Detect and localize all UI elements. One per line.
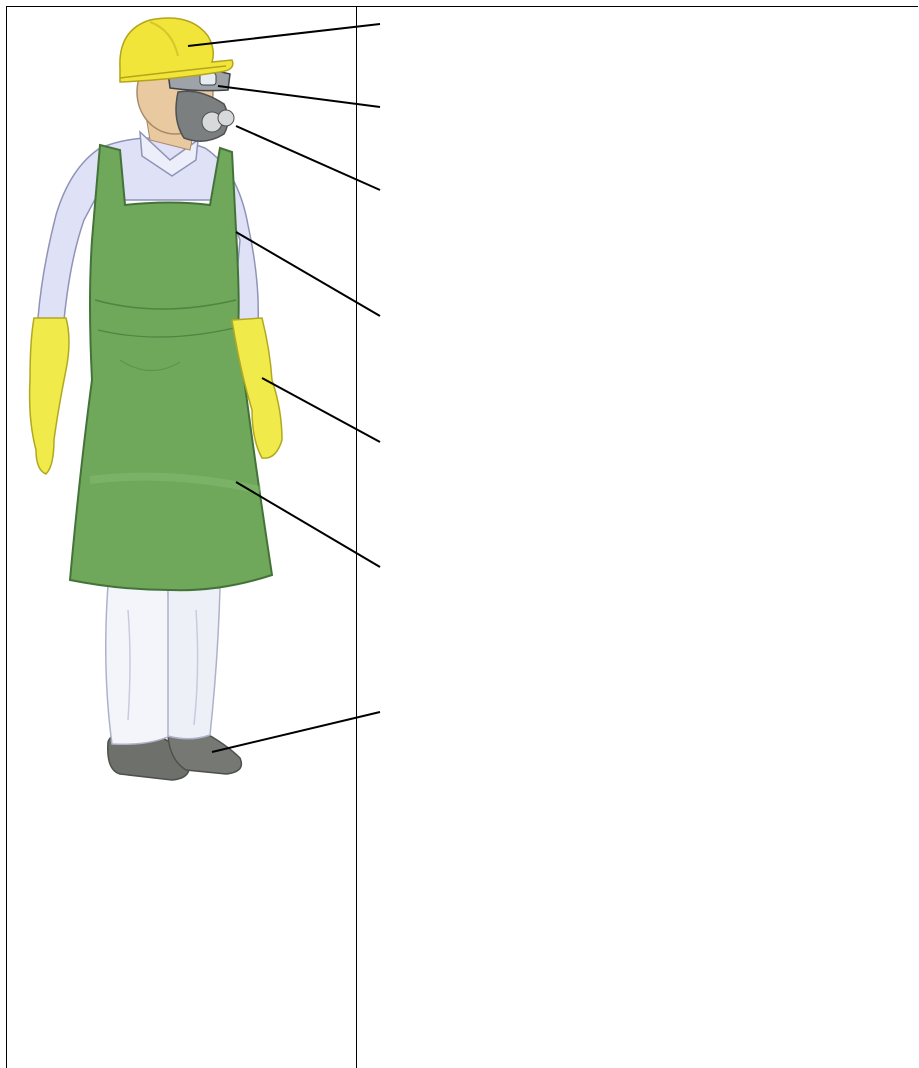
callout-line-goggles xyxy=(218,86,380,107)
respirator xyxy=(176,91,234,141)
hard-hat xyxy=(120,18,233,82)
callout-line-boots xyxy=(212,712,380,752)
callout-label-column xyxy=(357,6,918,1068)
callout-line-hard-hat xyxy=(188,24,380,46)
pants xyxy=(106,585,220,744)
